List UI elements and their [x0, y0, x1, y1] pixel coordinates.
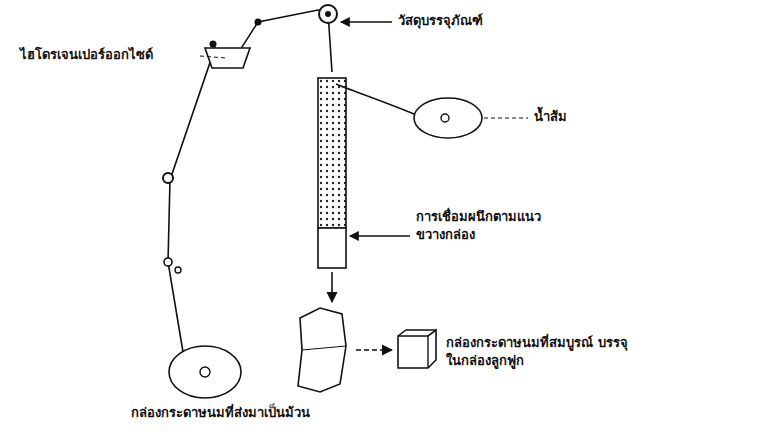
label-arrow — [341, 21, 392, 22]
guide-roller — [164, 258, 172, 266]
guide-roller — [163, 173, 173, 183]
carton-edge — [427, 336, 428, 368]
paper-roll — [169, 346, 241, 398]
process-label: การเชื่อมผนึกตามแนวขวางกล่อง — [416, 208, 556, 243]
guide-roller — [210, 41, 217, 48]
juice-tank — [414, 98, 482, 138]
top-roller-core — [325, 11, 331, 17]
finished-carton — [398, 330, 436, 368]
juice-pipe — [336, 84, 414, 114]
leader-line — [200, 56, 226, 58]
guide-roller — [175, 267, 181, 273]
process-label: กล่องกระดาษนมที่สมบูรณ์ บรรจุในกล่องลูกฟ… — [446, 334, 636, 369]
flow-arrow — [356, 349, 392, 351]
peroxide-bath — [205, 48, 250, 68]
guide-roller — [255, 19, 262, 26]
label-arrow — [350, 235, 410, 236]
top-roller — [319, 5, 337, 23]
part-label: ไฮโดรเจนเปอร์ออกไซด์ — [20, 46, 200, 64]
carton-edge — [398, 330, 436, 336]
part-label: น้ำส้ม — [534, 108, 654, 126]
roll-core — [200, 367, 210, 377]
juice-tank-core — [441, 114, 449, 122]
part-label: วัสดุบรรจุภัณฑ์ — [398, 12, 578, 30]
forming-tube — [318, 78, 346, 228]
pillow-pack — [298, 308, 346, 392]
packaging-web — [168, 10, 332, 352]
part-label: กล่องกระดาษนมที่ส่งมาเป็นม้วน — [100, 404, 340, 422]
sealed-section — [318, 228, 346, 268]
flow-arrow — [331, 272, 333, 302]
pack-fold — [302, 346, 346, 350]
leader-line — [484, 118, 528, 119]
